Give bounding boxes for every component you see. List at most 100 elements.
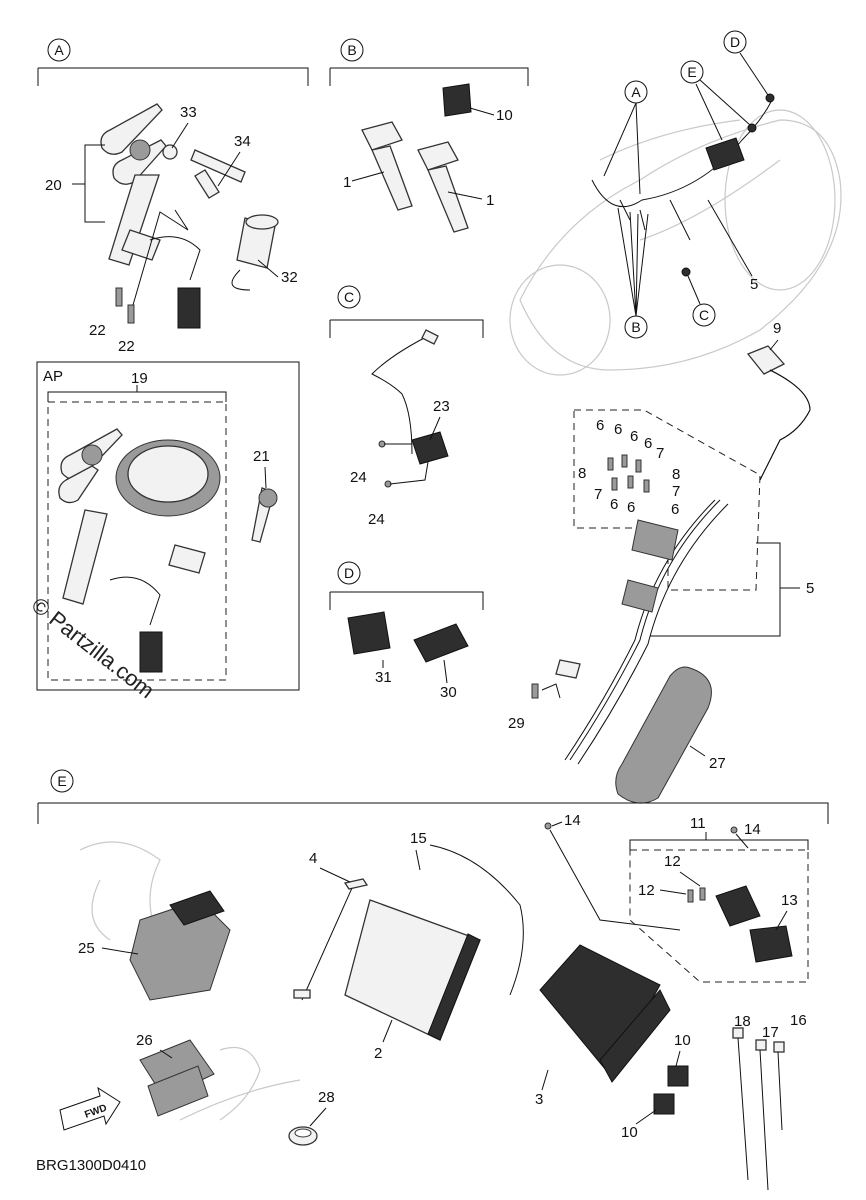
bracket-34[interactable] [190, 149, 246, 199]
section-b: B 10 1 1 [329, 38, 529, 233]
callout-9: 9 [773, 320, 781, 337]
diagram-code: BRG1300D0410 [36, 1157, 146, 1174]
relay-30[interactable] [413, 623, 469, 663]
cable-tie-18[interactable] [732, 1027, 749, 1181]
section-d: D 31 30 [329, 561, 484, 701]
abs-unit-25[interactable] [129, 890, 231, 1001]
callout-10-top: 10 [496, 107, 513, 124]
callout-1-a: 1 [343, 174, 351, 191]
callout-28: 28 [318, 1089, 335, 1106]
washer-33[interactable] [162, 144, 178, 160]
callout-15: 15 [410, 830, 427, 847]
callout-30: 30 [440, 684, 457, 701]
ring-28[interactable] [288, 1126, 318, 1146]
relay-10-top[interactable] [442, 83, 472, 117]
ecu-26[interactable] [139, 1039, 215, 1117]
section-a: A 20 33 34 32 [37, 38, 309, 355]
bolt-29[interactable] [531, 683, 539, 699]
clip-14-a[interactable] [544, 822, 552, 830]
callout-21: 21 [253, 448, 270, 465]
callout-8-a: 8 [578, 465, 586, 482]
cable-tie-17[interactable] [755, 1039, 769, 1191]
callout-5-b: 5 [806, 580, 814, 597]
callout-34: 34 [234, 133, 251, 150]
callout-6-e: 6 [610, 496, 618, 513]
battery-cover-3[interactable] [539, 944, 671, 1083]
harness-9[interactable] [746, 345, 811, 481]
callout-7-c: 7 [672, 483, 680, 500]
frame-ghost-e2 [179, 1046, 301, 1121]
ignition-coil-left[interactable] [361, 121, 413, 211]
callout-13: 13 [781, 892, 798, 909]
callout-10-b: 10 [621, 1124, 638, 1141]
key-21[interactable] [251, 487, 278, 543]
key-set-20[interactable] [100, 103, 167, 185]
callout-31: 31 [375, 669, 392, 686]
overview-marker-c: C [699, 307, 709, 323]
switch-body-19[interactable] [62, 509, 163, 673]
callout-12-a: 12 [664, 853, 681, 870]
overview-marker-d: D [730, 34, 740, 50]
callout-17: 17 [762, 1024, 779, 1041]
callout-6-f: 6 [627, 499, 635, 516]
screw-22b[interactable] [127, 304, 135, 324]
watermark: © Partzilla.com [27, 592, 159, 703]
fwd-arrow: FWD [59, 1086, 121, 1131]
wire-harness-5[interactable] [555, 499, 729, 765]
main-switch-body[interactable] [108, 174, 201, 329]
callout-3: 3 [535, 1091, 543, 1108]
cover-27[interactable] [615, 666, 712, 804]
section-b-marker: B [347, 42, 356, 58]
connector-pins[interactable] [607, 454, 650, 493]
relay-10-a[interactable] [667, 1065, 689, 1087]
relay-10-b[interactable] [653, 1093, 675, 1115]
callout-18: 18 [734, 1013, 751, 1030]
section-d-marker: D [344, 565, 354, 581]
callout-2: 2 [374, 1045, 382, 1062]
callout-10-a: 10 [674, 1032, 691, 1049]
cable-tie-16[interactable] [773, 1041, 785, 1131]
sensor-23[interactable] [371, 329, 449, 465]
callout-4: 4 [309, 850, 317, 867]
screw-22a[interactable] [115, 287, 123, 307]
strap-4[interactable] [293, 878, 369, 1001]
harness-detail: 9 5 6 6 6 6 7 8 8 7 7 6 6 6 [508, 320, 814, 804]
callout-29: 29 [508, 715, 525, 732]
section-e-marker: E [57, 773, 66, 789]
callout-33: 33 [180, 104, 197, 121]
callout-22-a: 22 [89, 322, 106, 339]
relay-assy-11[interactable] [687, 885, 793, 963]
callout-26: 26 [136, 1032, 153, 1049]
callout-12-b: 12 [638, 882, 655, 899]
callout-6-g: 6 [671, 501, 679, 518]
section-ap: AP 19 21 © Partzilla.com [27, 361, 300, 703]
overview-marker-b: B [631, 319, 640, 335]
callout-1-b: 1 [486, 192, 494, 209]
seat-lock-19[interactable] [168, 544, 206, 574]
relay-31[interactable] [347, 611, 391, 655]
battery-2[interactable] [344, 844, 524, 1041]
clip-14-b[interactable] [730, 826, 738, 834]
ignition-coil-right[interactable] [417, 141, 469, 233]
callout-24-a: 24 [350, 469, 367, 486]
callout-20: 20 [45, 177, 62, 194]
ap-label: AP [43, 368, 63, 385]
callout-27: 27 [709, 755, 726, 772]
callout-14-b: 14 [744, 821, 761, 838]
callout-6-a: 6 [596, 417, 604, 434]
overview-marker-a: A [631, 84, 641, 100]
key-set-19[interactable] [58, 428, 123, 504]
overview-harness [591, 93, 775, 277]
cap-sensor-32[interactable] [231, 214, 279, 291]
callout-8-b: 8 [672, 466, 680, 483]
callout-22-b: 22 [118, 338, 135, 355]
callout-7-b: 7 [594, 486, 602, 503]
callout-6-d: 6 [644, 435, 652, 452]
overview-frame-view: A B C D E 5 [509, 30, 842, 376]
fuel-cap-19[interactable] [115, 439, 221, 517]
callout-16: 16 [790, 1012, 807, 1029]
callout-5-a: 5 [750, 276, 758, 293]
overview-marker-e: E [687, 64, 696, 80]
callout-25: 25 [78, 940, 95, 957]
